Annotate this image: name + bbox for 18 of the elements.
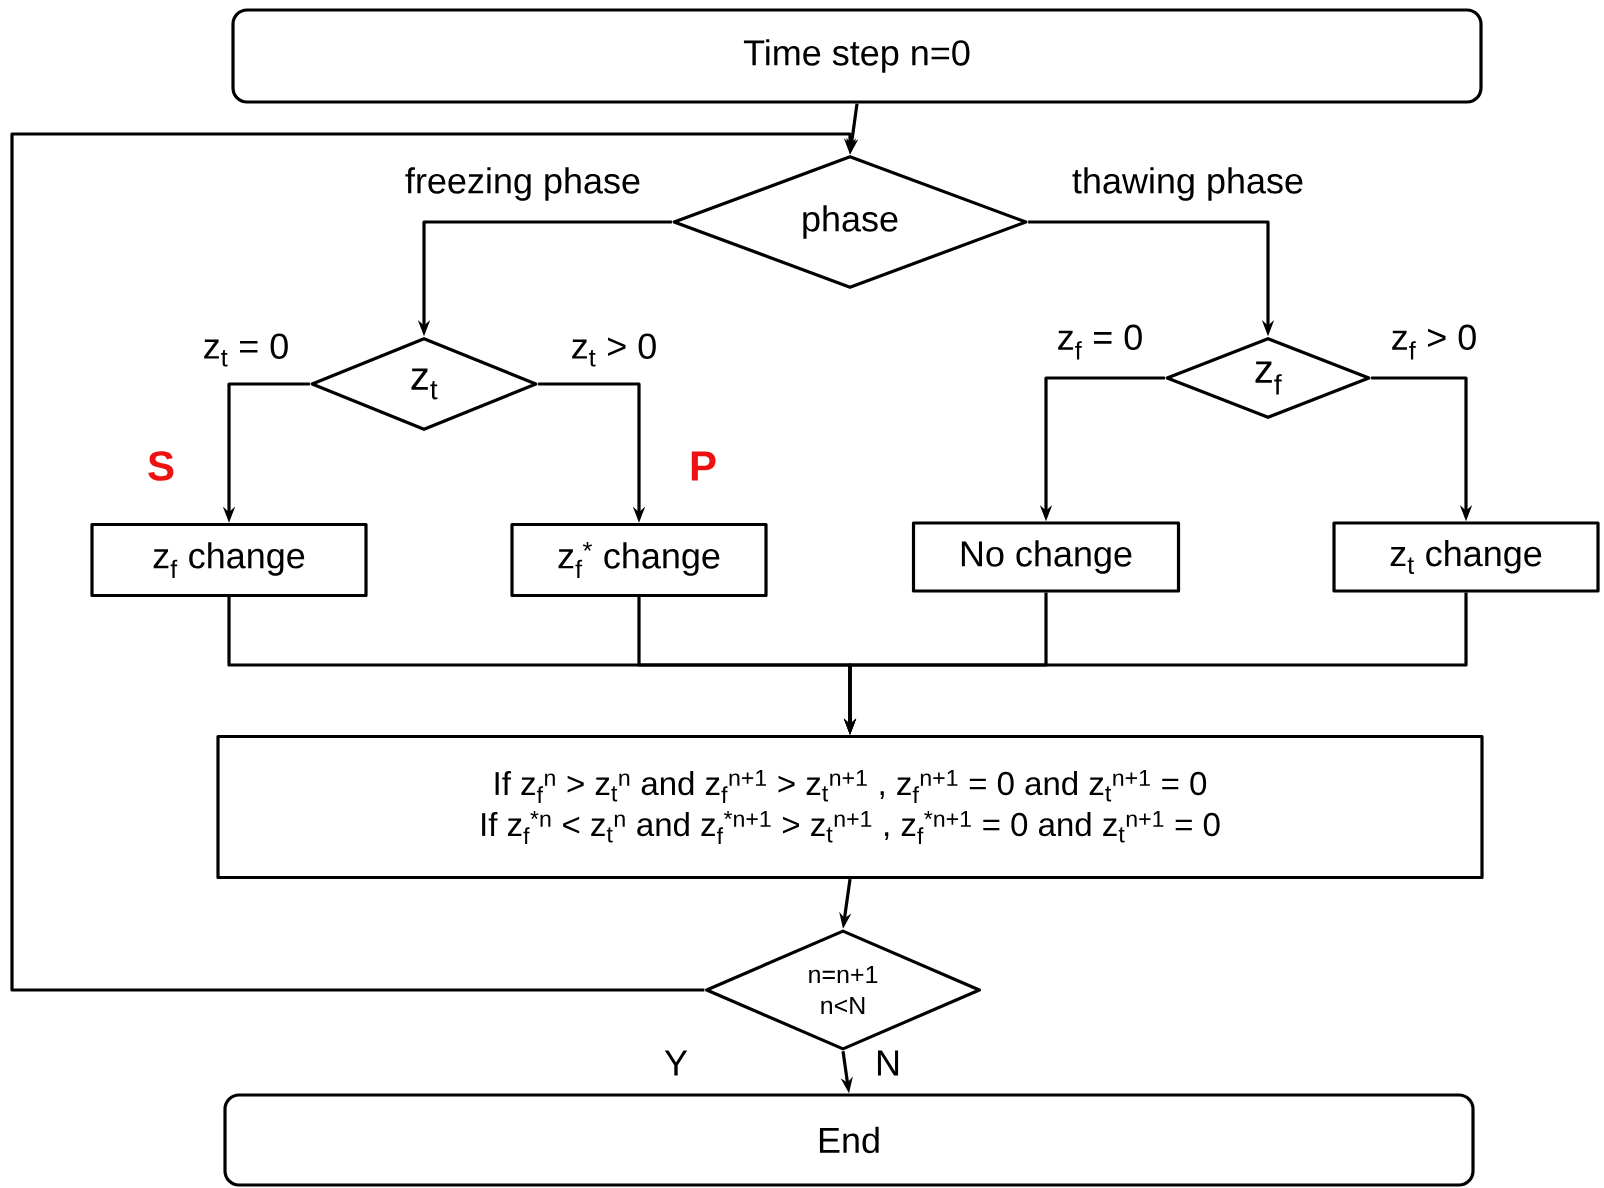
edge-label: thawing phase xyxy=(1069,165,1307,203)
edge-label: z$_{t}$ = 0 xyxy=(200,331,292,369)
branch-letter: P xyxy=(691,451,716,481)
arrow xyxy=(10,132,857,992)
process-box: No change xyxy=(911,521,1181,593)
process-box: If z$_{f}$$^{n}$ > z$_{t}$$^{n}$ and z$_{f}$$^{n+1}$ > z$_{t}$$^{n+1}$ , z$_{f}$$^{n+1}$ = 0 and z$_{t}$$^{n+1}$ = 0 If z$_{f}$$^{*n}$ < z$_{t}$$^{n}$ and z$_{f}$$^{*n+1}$ > z$_{t}$$^{n+1}$ , z$_{f}$$^{*n+1}$ = 0 and z$_{t}$$^{n+1}$ = 0 xyxy=(216,734,1484,880)
process-box: z$_{t}$ change xyxy=(1332,521,1600,593)
edge-label: N xyxy=(873,1048,903,1078)
edge-label: Y xyxy=(662,1048,690,1078)
process-box: z$_{f}$ change xyxy=(90,522,368,598)
branch-letter: S xyxy=(148,451,174,481)
process-box: z$_{f}$$^{*}$ change xyxy=(510,522,768,598)
edge-label: z$_{t}$ > 0 xyxy=(568,331,660,369)
edge-label: freezing phase xyxy=(402,165,644,203)
edge-label: z$_{f}$ > 0 xyxy=(1388,322,1480,362)
terminal-box: Time step n=0 xyxy=(231,8,1483,104)
terminal-box: End xyxy=(223,1093,1475,1187)
edge-label: z$_{f}$ = 0 xyxy=(1054,322,1146,362)
